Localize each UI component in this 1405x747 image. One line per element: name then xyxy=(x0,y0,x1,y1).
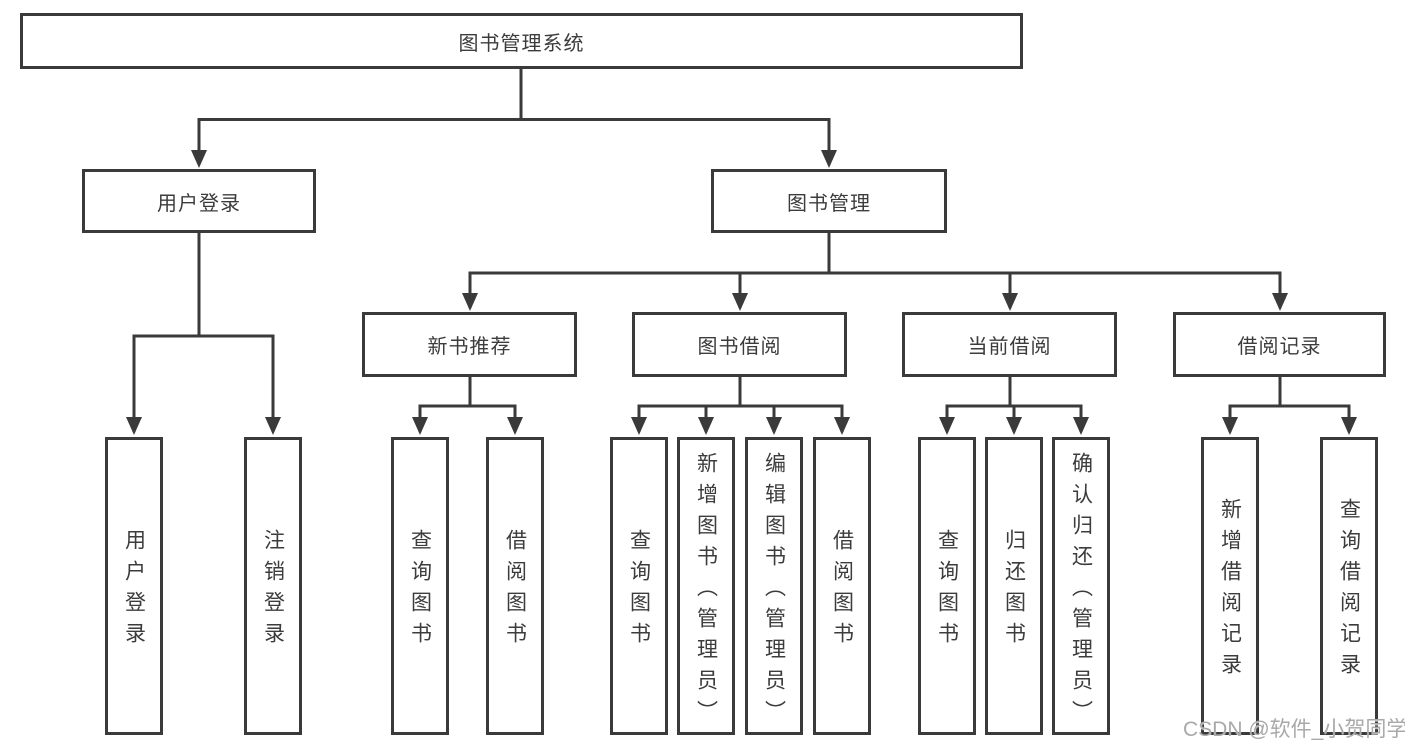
node-label: 当前借阅 xyxy=(967,336,1052,358)
node-label: 查询图书 xyxy=(935,529,959,653)
node-label: 图书管理系统 xyxy=(458,32,585,55)
node-label: 查询图书 xyxy=(627,529,651,653)
node-label: 新增图书（管理员） xyxy=(694,451,718,731)
node-label: 新书推荐 xyxy=(427,336,512,358)
leaf-add-borrow-record: 新增借阅记录 xyxy=(1201,437,1259,735)
node-label: 查询图书 xyxy=(408,529,432,653)
node-book-borrowing: 图书借阅 xyxy=(632,312,847,377)
leaf-query-book-current: 查询图书 xyxy=(918,437,976,735)
leaf-confirm-return-admin: 确认归还（管理员） xyxy=(1052,437,1110,735)
node-new-book-recommendation: 新书推荐 xyxy=(362,312,577,377)
leaf-edit-book-admin: 编辑图书（管理员） xyxy=(745,437,803,735)
csdn-watermark: CSDN @软件_小贺同学 xyxy=(1183,718,1405,741)
node-label: 查询借阅记录 xyxy=(1337,498,1361,684)
node-label: 确认归还（管理员） xyxy=(1069,451,1093,731)
leaf-logout: 注销登录 xyxy=(244,437,302,735)
node-book-management: 图书管理 xyxy=(711,169,947,233)
node-label: 注销登录 xyxy=(261,529,285,653)
node-label: 编辑图书（管理员） xyxy=(762,451,786,731)
node-label: 图书管理 xyxy=(787,192,871,215)
leaf-borrow-book: 借阅图书 xyxy=(813,437,871,735)
node-label: 借阅图书 xyxy=(503,529,527,653)
node-user-login: 用户登录 xyxy=(82,169,316,233)
node-current-borrowing: 当前借阅 xyxy=(902,312,1117,377)
node-label: 借阅图书 xyxy=(830,529,854,653)
leaf-query-book-recommend: 查询图书 xyxy=(391,437,449,735)
node-label: 借阅记录 xyxy=(1237,336,1322,358)
node-label: 归还图书 xyxy=(1002,529,1026,653)
node-label: 图书借阅 xyxy=(697,336,782,358)
node-label: 用户登录 xyxy=(157,192,241,215)
leaf-add-book-admin: 新增图书（管理员） xyxy=(677,437,735,735)
leaf-user-login: 用户登录 xyxy=(105,437,163,735)
node-label: 用户登录 xyxy=(122,529,146,653)
node-label: 新增借阅记录 xyxy=(1218,498,1242,684)
node-borrowing-records: 借阅记录 xyxy=(1173,312,1386,377)
node-library-management-system: 图书管理系统 xyxy=(20,13,1023,69)
leaf-query-book-borrowing: 查询图书 xyxy=(610,437,668,735)
leaf-borrow-book-recommend: 借阅图书 xyxy=(486,437,544,735)
leaf-return-book: 归还图书 xyxy=(985,437,1043,735)
leaf-query-borrow-record: 查询借阅记录 xyxy=(1320,437,1378,735)
